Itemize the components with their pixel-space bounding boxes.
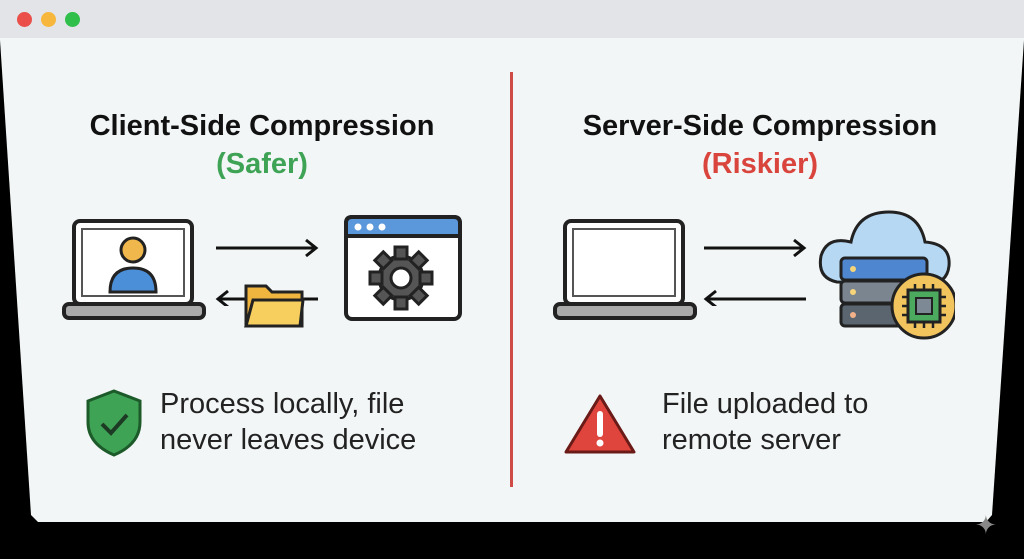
- server-side-title: Server-Side Compression: [582, 110, 938, 142]
- description-line: File uploaded to: [662, 388, 869, 420]
- title-bar: [0, 0, 1024, 38]
- close-button[interactable]: [17, 12, 32, 27]
- arrows-icon: [703, 238, 807, 306]
- shield-check-icon: [86, 389, 142, 457]
- chip-icon: [890, 272, 955, 340]
- window: Client-Side Compression (Safer): [0, 0, 1024, 522]
- description-line: remote server: [662, 424, 841, 456]
- riskier-label: (Riskier): [701, 148, 819, 180]
- laptop-user-icon: [62, 219, 206, 320]
- sparkle-icon: ✦: [975, 510, 997, 540]
- server-side-description: File uploaded to remote server: [662, 386, 868, 458]
- folder-icon: [244, 284, 305, 328]
- divider: [510, 72, 513, 487]
- client-side-description: Process locally, file never leaves devic…: [160, 386, 416, 458]
- description-line: Process locally, file: [160, 388, 405, 420]
- laptop-icon: [553, 219, 697, 320]
- cloud-server-icon: [818, 210, 955, 340]
- description-line: never leaves device: [160, 424, 417, 456]
- maximize-button[interactable]: [65, 12, 80, 27]
- safer-label: (Safer): [216, 148, 308, 180]
- warning-icon: [564, 394, 636, 454]
- gear-window-icon: [344, 215, 462, 321]
- minimize-button[interactable]: [41, 12, 56, 27]
- client-side-title: Client-Side Compression: [89, 110, 435, 142]
